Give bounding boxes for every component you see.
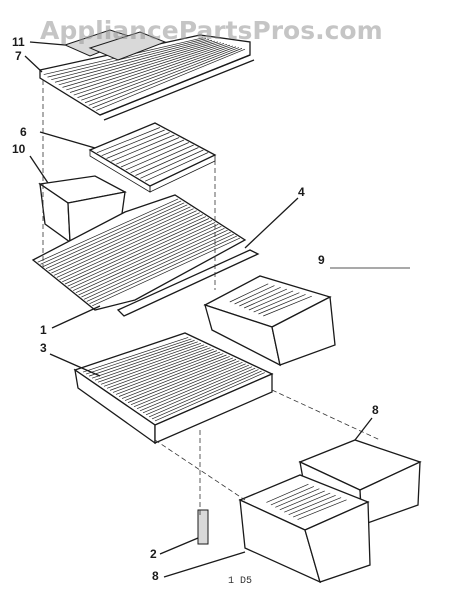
glass-shelf	[88, 122, 217, 193]
callout-1: 1	[40, 323, 47, 337]
callout-4: 4	[298, 185, 305, 199]
ice-tray	[63, 29, 167, 61]
crisper-drawer-left	[238, 474, 371, 584]
watermark-text: AppliancePartsPros.com	[40, 16, 383, 45]
crisper-drawer-upper	[203, 275, 336, 367]
callout-3: 3	[40, 341, 47, 355]
wire-shelf-middle	[31, 194, 260, 317]
wire-shelf-top	[39, 34, 255, 121]
callout-8b: 8	[152, 569, 159, 583]
callout-2: 2	[150, 547, 157, 561]
callout-7: 7	[15, 49, 22, 63]
callout-6: 6	[20, 125, 27, 139]
lower-shelf-frame	[73, 332, 274, 445]
callout-9: 9	[318, 253, 325, 267]
leader-lines	[24, 41, 410, 578]
drawing-code: 1 D5	[228, 576, 253, 587]
callout-11: 11	[12, 35, 25, 49]
callout-8a: 8	[372, 403, 379, 417]
support-post	[197, 509, 209, 545]
callout-10: 10	[12, 142, 26, 156]
